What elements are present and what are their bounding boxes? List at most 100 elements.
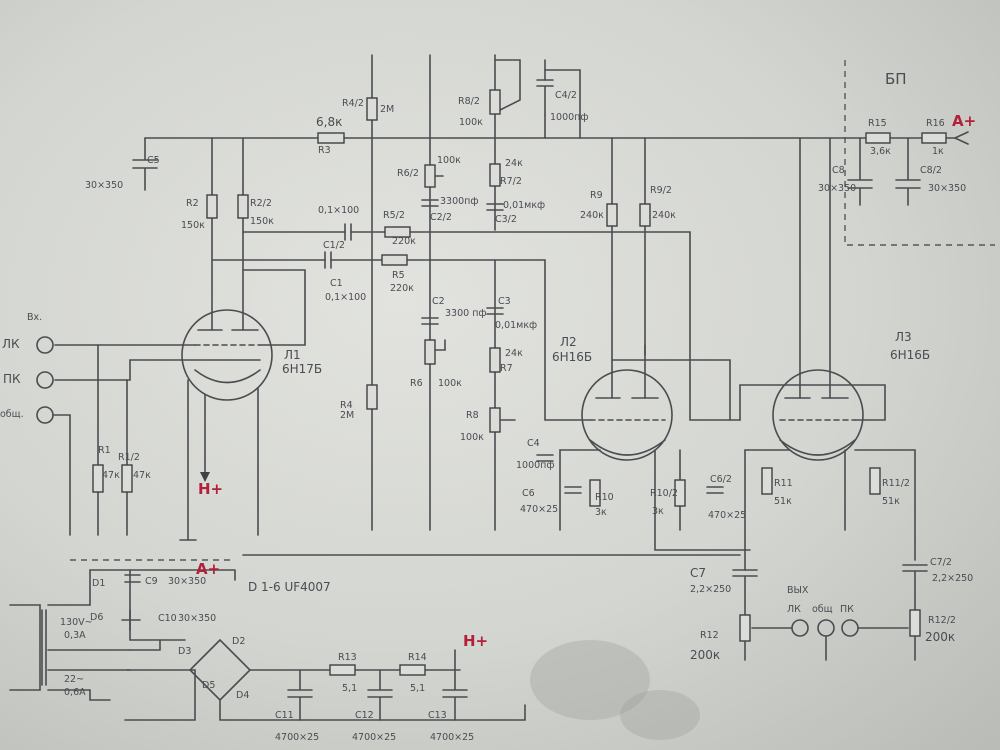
- r6-2-value: 100к: [437, 155, 461, 166]
- r2-2-value: 150к: [250, 216, 274, 227]
- d1-ref: D1: [92, 578, 106, 589]
- c8-2-value: 30×350: [928, 183, 967, 194]
- r9-value: 240к: [580, 210, 604, 221]
- r7-2-resistor: [489, 163, 501, 187]
- r4-ref: R4: [340, 400, 353, 411]
- tube-l3-ref: Л3: [895, 330, 912, 344]
- transformer-w1-voltage: 130V~: [60, 617, 93, 628]
- r9-2-resistor: [639, 203, 651, 227]
- r8-ref: R8: [466, 410, 479, 421]
- r2-2-resistor: [237, 194, 249, 219]
- r2-ref: R2: [186, 198, 199, 209]
- heater-main-label: Н+: [463, 632, 489, 650]
- c3-2-ref: C3/2: [495, 214, 517, 225]
- wiper: [434, 339, 446, 351]
- r16-resistor: [921, 132, 947, 144]
- a-plus-label-2: А+: [196, 560, 221, 578]
- r16-value: 1к: [932, 146, 944, 157]
- c1-capacitor: [324, 251, 332, 269]
- c12-capacitor: [367, 669, 393, 721]
- r10-value: 3к: [595, 507, 607, 518]
- r9-ref: R9: [590, 190, 603, 201]
- tube-l2-cathode: [589, 439, 666, 456]
- r13-value: 5,1: [342, 683, 358, 694]
- r8-2-value: 100к: [459, 117, 483, 128]
- r10-resistor: [589, 479, 601, 507]
- r14-value: 5,1: [410, 683, 426, 694]
- c3-ref: C3: [498, 296, 511, 307]
- c12-ref: C12: [355, 710, 374, 721]
- r8-2-ref: R8/2: [458, 96, 480, 107]
- wire: [124, 669, 196, 721]
- r10-2-ref: R10/2: [650, 488, 678, 499]
- c8-value: 30×350: [818, 183, 857, 194]
- output-right-label: ПК: [840, 604, 854, 615]
- c8-2-capacitor: [895, 137, 921, 206]
- wire: [544, 69, 581, 139]
- r3-value: 6,8к: [316, 115, 343, 129]
- c7-2-ref: C7/2: [930, 557, 952, 568]
- transformer-w2-voltage: 22~: [64, 674, 85, 685]
- c4-value: 1000пф: [516, 460, 555, 471]
- c7-2-capacitor: [902, 564, 928, 611]
- r2-resistor: [206, 194, 218, 219]
- tube-l2-ref: Л2: [560, 335, 577, 349]
- c5-ref: C5: [147, 155, 160, 166]
- r9-2-ref: R9/2: [650, 185, 672, 196]
- input-jack-left: [36, 336, 54, 354]
- wire: [494, 59, 521, 111]
- tube-l1-cathode: [194, 369, 261, 384]
- r4-resistor: [366, 384, 378, 410]
- c8-2-ref: C8/2: [920, 165, 942, 176]
- c8-ref: C8: [832, 165, 845, 176]
- r6-2-potentiometer: [424, 164, 436, 188]
- c2-2-capacitor: [421, 199, 439, 207]
- r6-value: 100к: [438, 378, 462, 389]
- c11-ref: C11: [275, 710, 294, 721]
- r6-ref: R6: [410, 378, 423, 389]
- c6-value: 470×25: [520, 504, 559, 515]
- wire: [211, 259, 591, 421]
- r6-potentiometer: [424, 339, 436, 365]
- outputs-title: ВЫХ: [787, 585, 809, 596]
- r15-resistor: [865, 132, 891, 144]
- r8-2-potentiometer: [489, 89, 501, 115]
- diodes-note: D 1-6 UF4007: [248, 580, 331, 594]
- c6-capacitor: [564, 486, 582, 494]
- r4-2-resistor: [366, 97, 378, 121]
- c2-ref: C2: [432, 296, 445, 307]
- d5-ref: D5: [202, 680, 216, 691]
- input-common-label: общ.: [0, 409, 24, 420]
- a-plus-arrow: [954, 131, 969, 145]
- output-common-label: общ: [812, 604, 833, 615]
- r3-resistor: [317, 132, 345, 144]
- r5-resistor: [381, 254, 408, 266]
- r12-2-potentiometer: [909, 609, 921, 637]
- power-section-label: БП: [885, 70, 907, 88]
- r5-2-resistor: [384, 226, 411, 238]
- c12-value: 4700×25: [352, 732, 397, 743]
- input-left-label: ЛК: [2, 337, 20, 351]
- r14-ref: R14: [408, 652, 427, 663]
- wire: [739, 384, 886, 421]
- c1-value: 0,1×100: [325, 292, 367, 303]
- r6-2-ref: R6/2: [397, 168, 419, 179]
- c6-2-value: 470×25: [708, 510, 747, 521]
- r11-2-value: 51к: [882, 496, 900, 507]
- output-left-label: ЛК: [787, 604, 801, 615]
- wire: [89, 689, 111, 701]
- heater-label: Н+: [198, 480, 224, 498]
- transformer-secondaries: [47, 604, 131, 691]
- paper-stain: [620, 690, 700, 740]
- inputs-title: Вх.: [27, 312, 43, 323]
- power-section-border: [844, 60, 995, 246]
- r10-2-resistor: [674, 479, 686, 507]
- r8-value: 100к: [460, 432, 484, 443]
- r5-2-ref: R5/2: [383, 210, 405, 221]
- wire: [611, 359, 731, 421]
- c13-value: 4700×25: [430, 732, 475, 743]
- r12-value: 200к: [690, 648, 721, 662]
- r13-resistor: [329, 664, 356, 676]
- output-jack-right: [841, 619, 859, 637]
- r8-potentiometer: [489, 407, 501, 433]
